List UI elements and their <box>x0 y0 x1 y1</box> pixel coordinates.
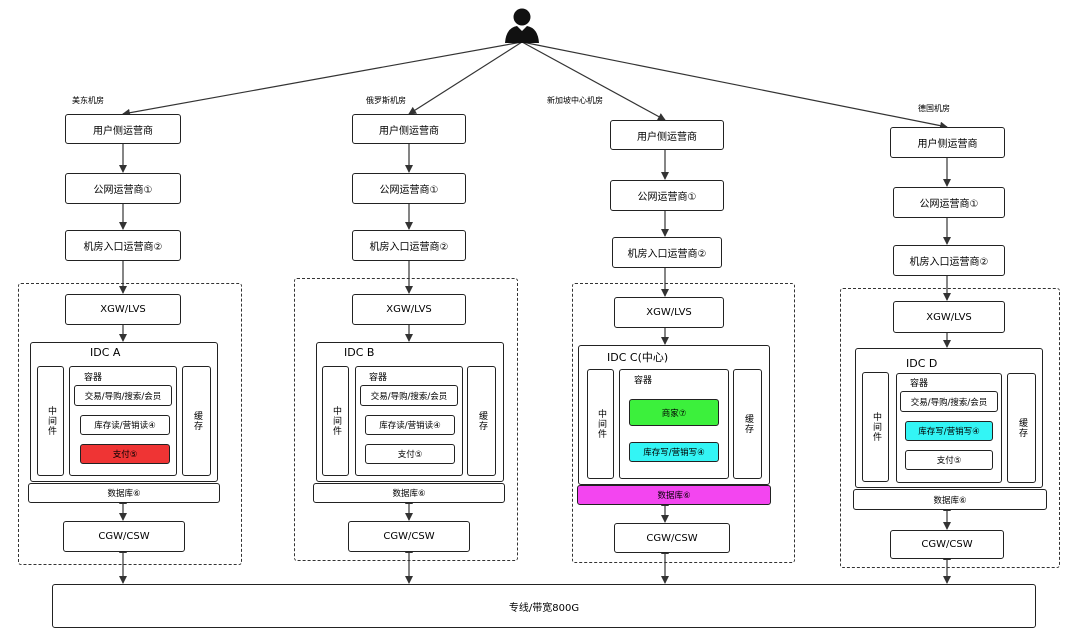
room-c-boundary <box>572 283 795 563</box>
room-a-xgw: XGW/LVS <box>65 294 181 325</box>
room-d-user-isp: 用户侧运营商 <box>890 127 1005 158</box>
room-b-database: 数据库⑥ <box>313 483 505 503</box>
room-d-entry-isp: 机房入口运营商② <box>893 245 1005 276</box>
room-c-container-title: 容器 <box>634 376 653 386</box>
user-to-room-c <box>521 41 666 121</box>
room-b-xgw: XGW/LVS <box>352 294 466 325</box>
room-a-container <box>69 366 177 476</box>
room-d-boundary <box>840 288 1060 568</box>
room-c-cgw: CGW/CSW <box>614 523 730 553</box>
room-b-idc-name: IDC B <box>344 346 375 359</box>
room-a-user-isp: 用户侧运营商 <box>65 114 181 144</box>
room-a-database: 数据库⑥ <box>28 483 220 503</box>
room-c-cache: 缓存 <box>733 369 762 479</box>
room-a-middleware: 中间件 <box>37 366 64 476</box>
room-b-service-trade: 交易/导购/搜索/会员 <box>360 385 458 406</box>
room-b-container-title: 容器 <box>369 373 388 383</box>
user-to-room-a <box>122 41 523 117</box>
room-d-service-stock-write: 库存写/营销写④ <box>905 421 993 441</box>
backbone-link: 专线/带宽800G <box>52 584 1036 628</box>
room-a-service-trade: 交易/导购/搜索/会员 <box>74 385 172 406</box>
room-b-public-isp: 公网运营商① <box>352 173 466 204</box>
room-c-container <box>619 369 729 479</box>
room-a-service-stock-read: 库存读/营销读④ <box>80 415 170 435</box>
room-a-label: 美东机房 <box>72 96 104 105</box>
room-a-cache: 缓存 <box>182 366 211 476</box>
room-c-user-isp: 用户侧运营商 <box>610 120 724 150</box>
room-c-database: 数据库⑥ <box>577 485 771 505</box>
room-b-service-stock-read: 库存读/营销读④ <box>365 415 455 435</box>
room-d-middleware: 中间件 <box>862 372 889 482</box>
room-d-container-title: 容器 <box>910 379 929 389</box>
room-c-service-merchant: 商家⑦ <box>629 399 719 426</box>
room-b-container <box>355 366 463 476</box>
room-c-middleware: 中间件 <box>587 369 614 479</box>
room-a-entry-isp: 机房入口运营商② <box>65 230 181 261</box>
room-b-cache: 缓存 <box>467 366 496 476</box>
room-d-container <box>896 373 1002 483</box>
room-a-cgw: CGW/CSW <box>63 521 185 552</box>
room-c-entry-isp: 机房入口运营商② <box>612 237 722 268</box>
room-c-xgw: XGW/LVS <box>614 297 724 328</box>
room-d-database: 数据库⑥ <box>853 489 1047 510</box>
room-d-public-isp: 公网运营商① <box>893 187 1005 218</box>
room-d-cgw: CGW/CSW <box>890 530 1004 559</box>
room-b-boundary <box>294 278 518 561</box>
room-c-label: 新加坡中心机房 <box>547 96 603 105</box>
room-a-idc-name: IDC A <box>90 346 121 359</box>
room-b-label: 俄罗斯机房 <box>366 96 406 105</box>
room-c-idc-name: IDC C(中心) <box>607 351 669 364</box>
room-a-service-pay: 支付⑤ <box>80 444 170 464</box>
user-to-room-d <box>521 41 948 130</box>
user-to-room-b <box>408 41 523 115</box>
room-d-service-trade: 交易/导购/搜索/会员 <box>900 391 998 412</box>
room-c-service-stock-write: 库存写/营销写④ <box>629 442 719 462</box>
room-d-service-pay: 支付⑤ <box>905 450 993 470</box>
room-b-user-isp: 用户侧运营商 <box>352 114 466 144</box>
room-d-cache: 缓存 <box>1007 373 1036 483</box>
room-a-public-isp: 公网运营商① <box>65 173 181 204</box>
room-b-entry-isp: 机房入口运营商② <box>352 230 466 261</box>
room-c-idc <box>578 345 770 485</box>
user-icon <box>504 6 540 43</box>
room-b-service-pay: 支付⑤ <box>365 444 455 464</box>
room-a-idc <box>30 342 218 482</box>
room-d-idc-name: IDC D <box>906 357 938 370</box>
room-c-public-isp: 公网运营商① <box>610 180 724 211</box>
room-d-idc <box>855 348 1043 488</box>
room-a-boundary <box>18 283 242 565</box>
room-a-container-title: 容器 <box>84 373 103 383</box>
room-d-xgw: XGW/LVS <box>893 301 1005 333</box>
room-d-label: 德国机房 <box>918 104 950 113</box>
room-b-cgw: CGW/CSW <box>348 521 470 552</box>
room-b-idc <box>316 342 504 482</box>
room-b-middleware: 中间件 <box>322 366 349 476</box>
